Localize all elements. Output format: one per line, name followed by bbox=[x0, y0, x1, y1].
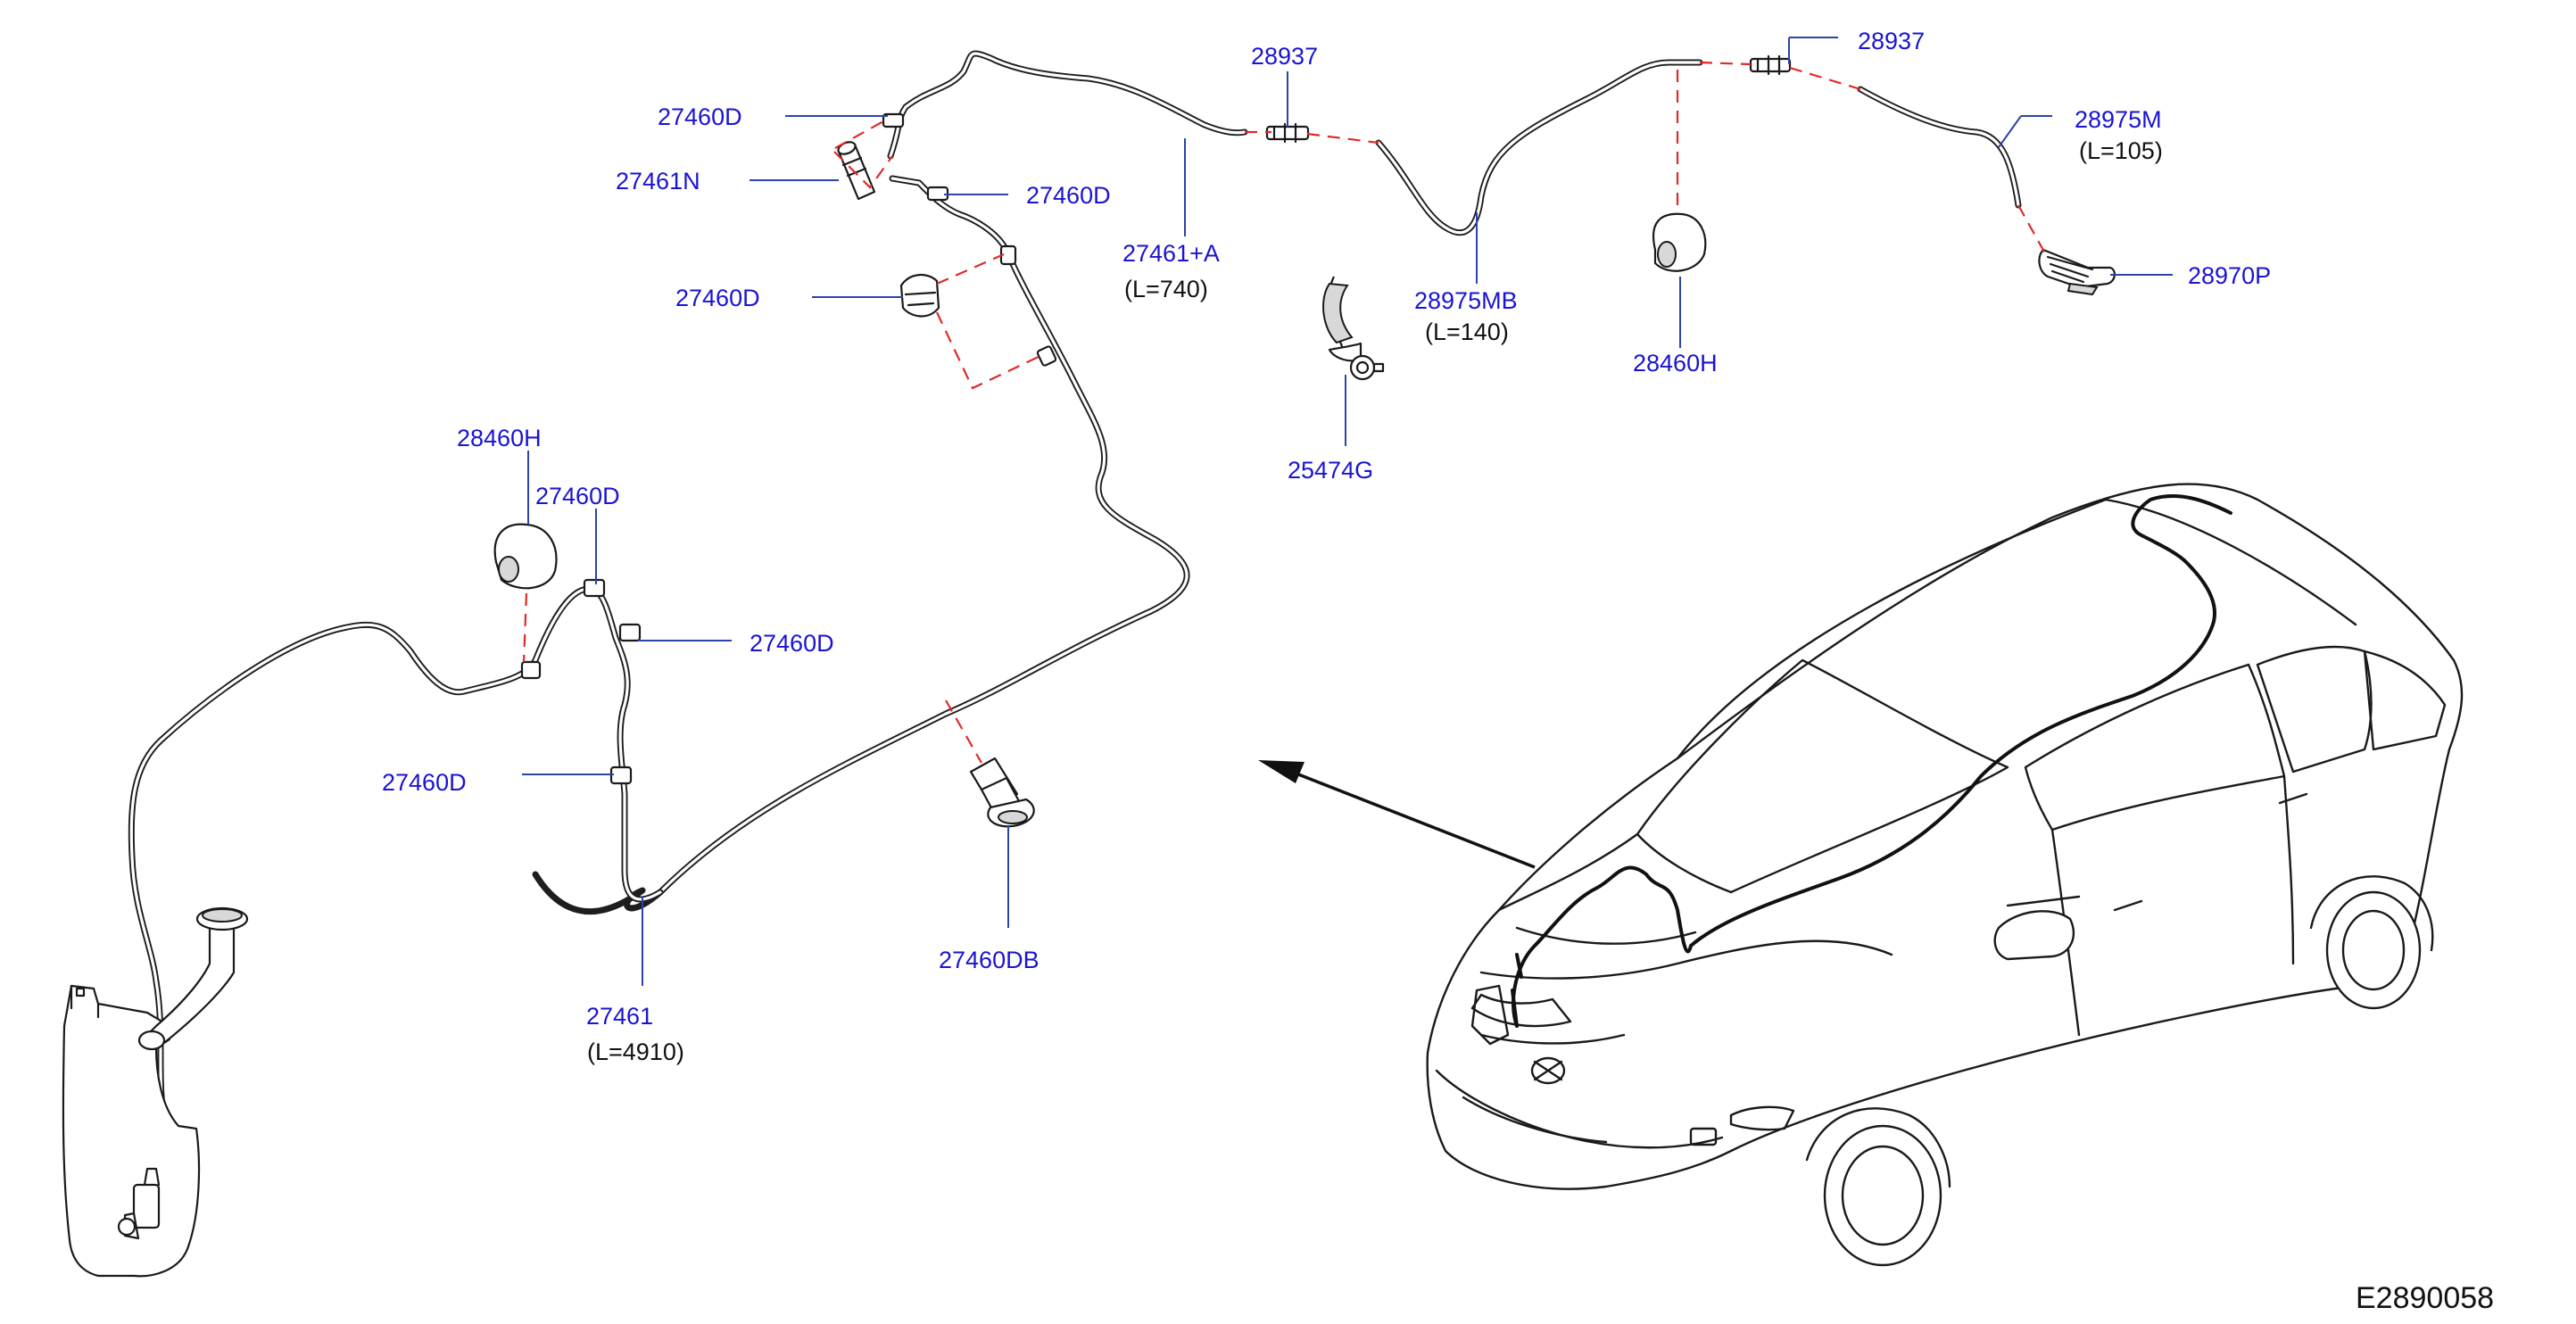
label-c06: 27461+A bbox=[1122, 240, 1220, 267]
hose-27461 bbox=[532, 251, 1190, 915]
label-c11: 28975M bbox=[2075, 106, 2162, 133]
label-c05: 28937 bbox=[1251, 43, 1318, 70]
label-c13: 28460H bbox=[457, 425, 542, 451]
note-c06: (L=740) bbox=[1124, 276, 1208, 302]
label-c12: 28970P bbox=[2188, 262, 2271, 289]
label-c16: 27460D bbox=[382, 769, 467, 796]
label-c03: 27460D bbox=[1026, 182, 1111, 209]
hose-27461a bbox=[887, 50, 1248, 160]
clip-27460d-left-3 bbox=[609, 765, 633, 785]
hose-28975m bbox=[1857, 86, 2022, 209]
label-c15: 27460D bbox=[750, 630, 834, 657]
clip-27460d-left-4 bbox=[520, 660, 542, 680]
grommet-28460h-left bbox=[493, 523, 558, 590]
clip-27460d-top bbox=[882, 112, 905, 128]
clip-27460d-left-2 bbox=[618, 623, 642, 642]
diagram-reference-code: E2890058 bbox=[2356, 1281, 2494, 1315]
hose-upper-nozzle-run bbox=[889, 175, 1012, 258]
label-c04: 27460D bbox=[675, 285, 760, 311]
note-c11: (L=105) bbox=[2079, 137, 2163, 164]
label-c02: 27461N bbox=[616, 168, 700, 194]
label-c17: 27460DB bbox=[939, 947, 1040, 973]
washer-reservoir-tank bbox=[62, 906, 249, 1278]
nozzle-28970p bbox=[2038, 248, 2116, 296]
connector-28937-right bbox=[1749, 54, 1792, 76]
label-c07: 28975MB bbox=[1414, 287, 1518, 314]
dashed-guide-lines bbox=[522, 61, 2046, 764]
note-c18: (L=4910) bbox=[587, 1039, 684, 1065]
label-c01: 27460D bbox=[658, 103, 742, 130]
label-c09: 28460H bbox=[1633, 350, 1718, 377]
label-c10: 28937 bbox=[1858, 28, 1925, 54]
hose-27461-left-run bbox=[128, 585, 664, 1128]
pointer-arrow bbox=[1258, 760, 1536, 869]
grommet-28460h-right bbox=[1652, 212, 1707, 272]
bracket-27460d-upper bbox=[899, 274, 940, 318]
label-c14: 27460D bbox=[535, 483, 620, 509]
hose-28975mb bbox=[1375, 59, 1703, 236]
clip-27460d-left-1 bbox=[583, 578, 606, 598]
grommet-27460db bbox=[969, 757, 1035, 828]
leader-lines bbox=[522, 37, 2173, 986]
callout-labels: 27460D 27461N 27460D 27460D 28937 27461+… bbox=[382, 28, 2494, 1315]
clip-27460d-hose-b bbox=[1036, 345, 1057, 367]
nozzle-27461n bbox=[837, 141, 876, 201]
note-c07: (L=140) bbox=[1425, 319, 1509, 345]
label-c08: 25474G bbox=[1288, 457, 1373, 484]
car-illustration bbox=[1426, 483, 2464, 1267]
label-c18: 27461 bbox=[586, 1003, 653, 1030]
valve-25474g bbox=[1322, 276, 1385, 381]
